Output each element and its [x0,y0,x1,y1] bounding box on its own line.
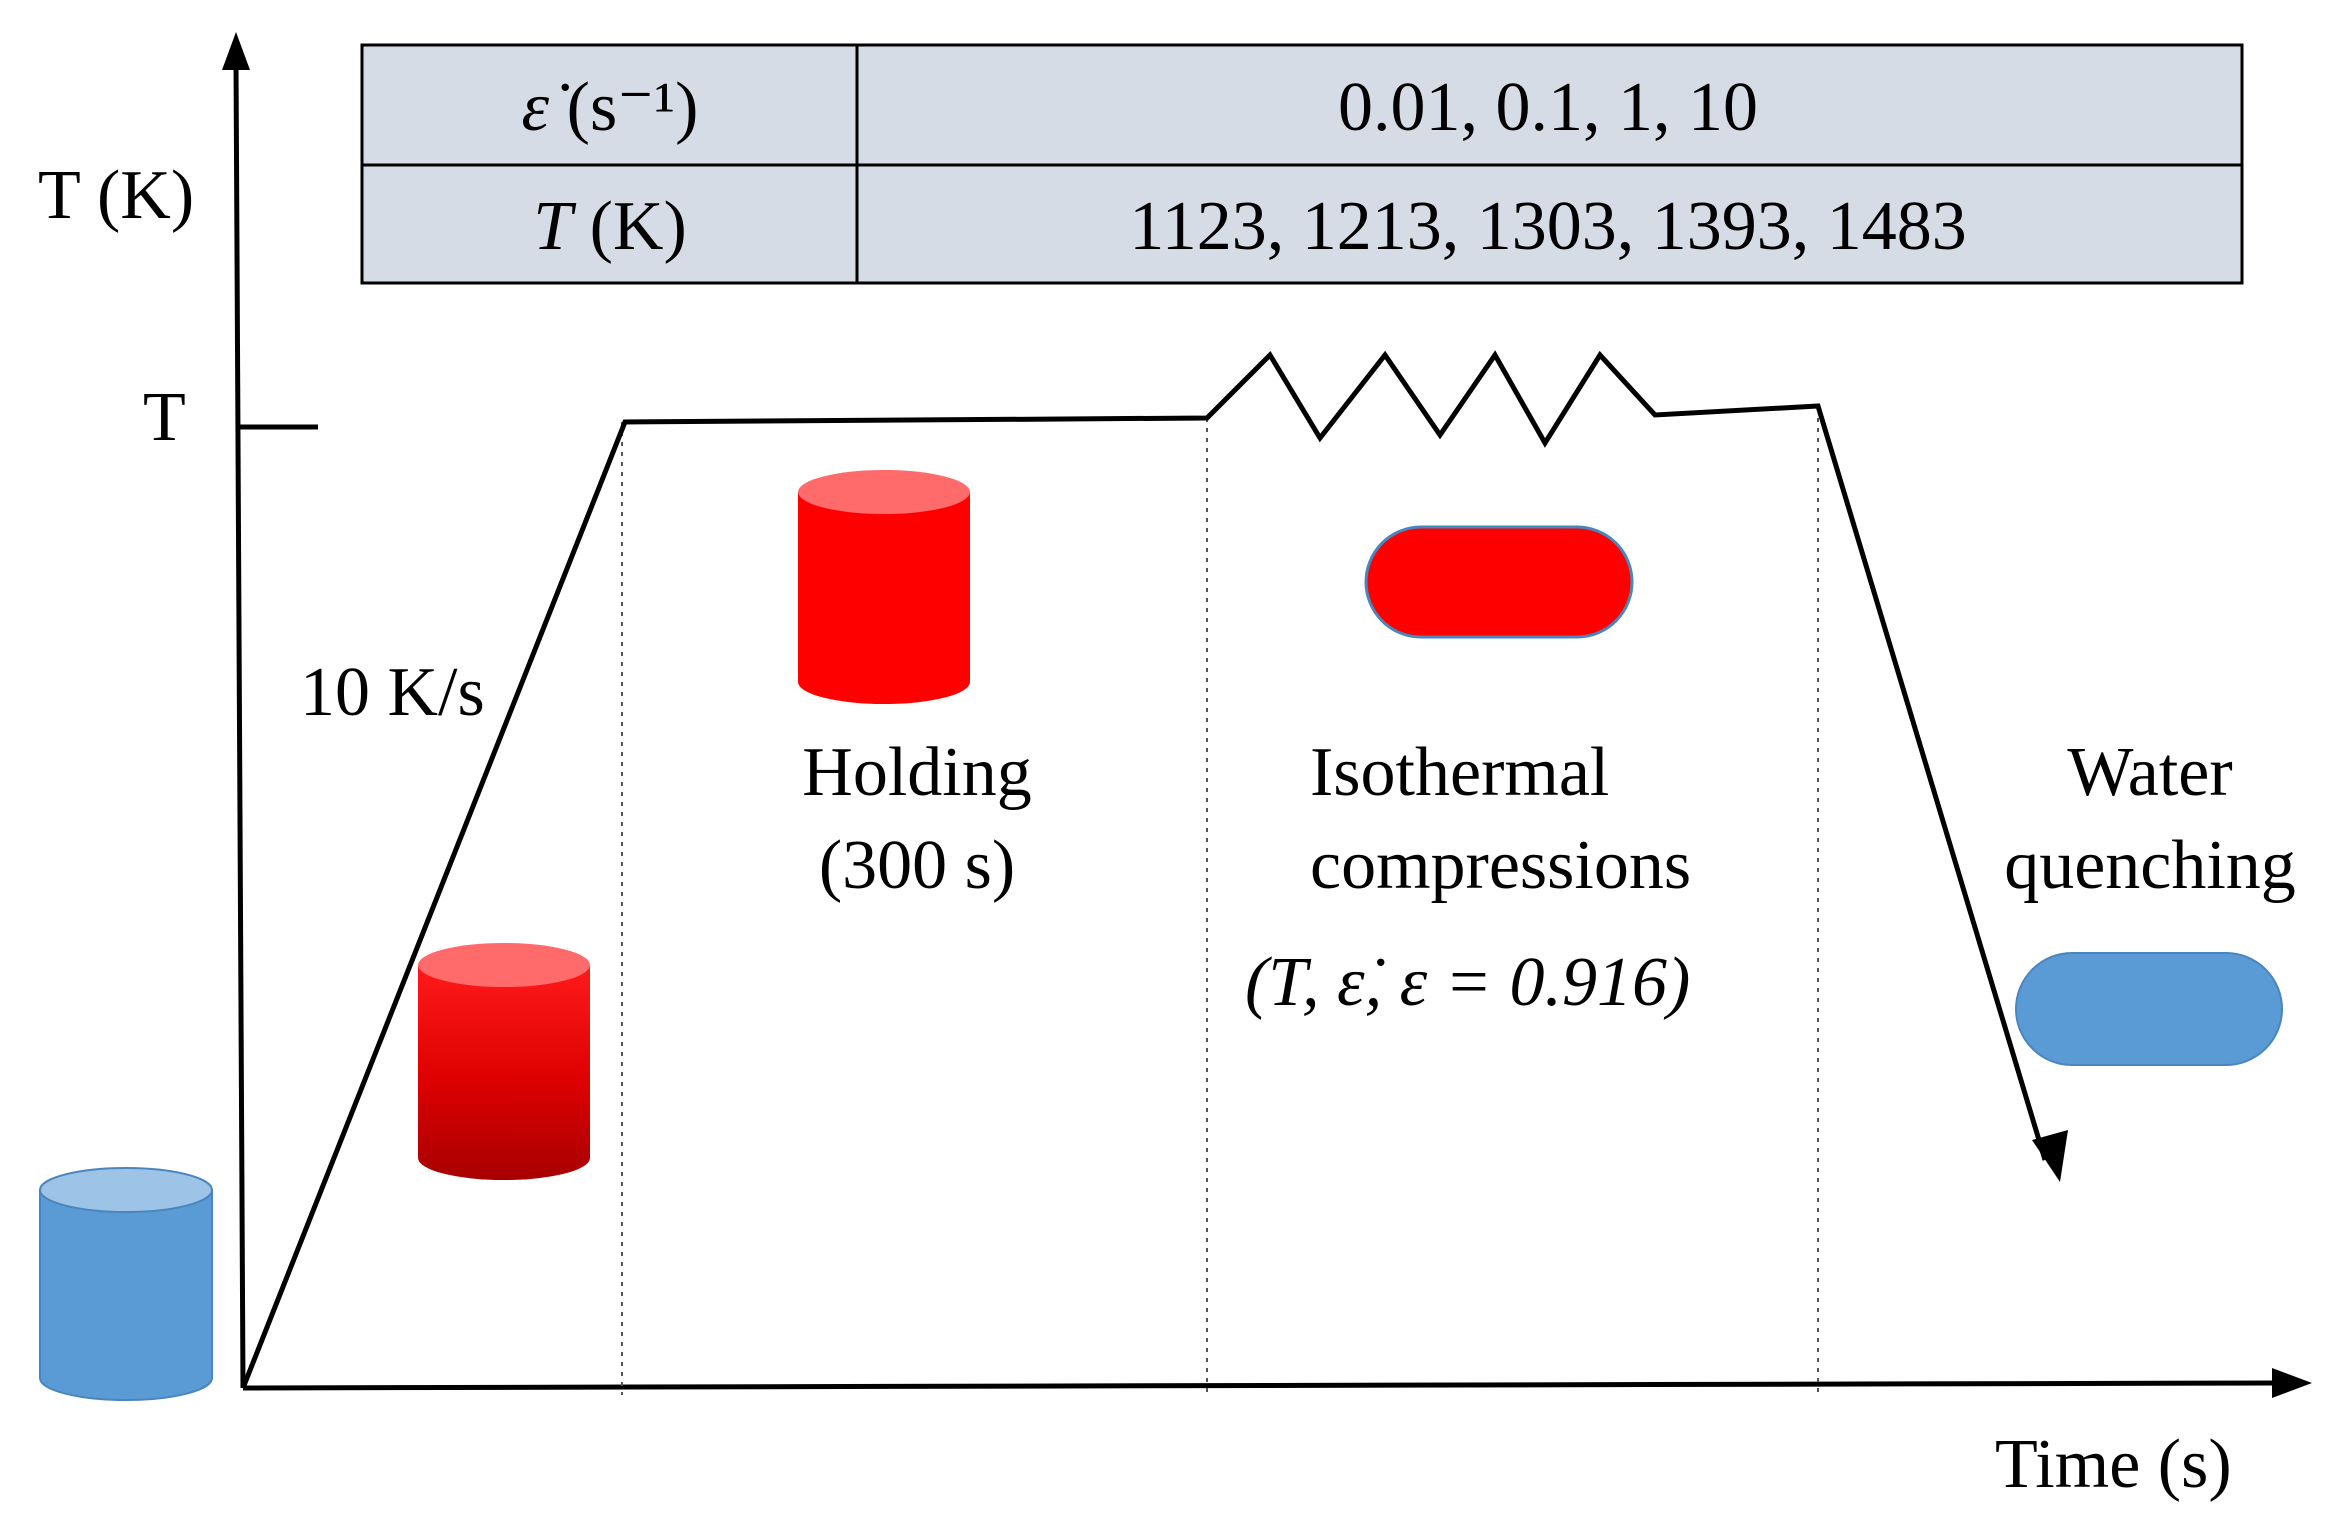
temperature-values: 1123, 1213, 1303, 1393, 1483 [1129,188,1966,265]
temperature-profile [240,350,2068,1389]
holding-label: Holding [802,734,1031,811]
compression-label: Isothermal [1310,734,1609,811]
x-axis [242,1380,2279,1391]
quench-label: Water [2067,734,2232,811]
y-axis-arrowhead [222,32,250,70]
heating-rate-label: 10 K/s [300,654,485,731]
strain-rate-param-label: ε̇ (s⁻¹) [522,69,699,146]
hot-cylinder-icon [798,470,970,704]
compression-label-line2: compressions [1310,827,1691,904]
compression-formula: (T, ε̇, ε = 0.916) [1245,944,1690,1021]
heated-cylinder-icon [418,943,590,1180]
cold-cylinder-icon [39,1167,213,1401]
compressed-sample-icon [1364,525,1634,639]
y-axis [233,61,246,1389]
holding-duration-label: (300 s) [819,827,1015,904]
strain-rate-values: 0.01, 0.1, 1, 10 [1338,69,1758,146]
quench-label-line2: quenching [2004,827,2296,904]
temperature-param-label: T (K) [533,188,687,265]
stage-dividers [621,408,1819,1395]
temperature-curve [240,350,2048,1389]
y-axis-label: T (K) [38,157,194,234]
quenched-sample-icon [2015,952,2283,1066]
parameter-table: ε̇ (s⁻¹) 0.01, 0.1, 1, 10 T (K) 1123, 12… [360,43,2244,285]
y-axis-tick-label: T [143,379,186,456]
axes: T (K) T Time (s) [38,32,2312,1503]
x-axis-label: Time (s) [1995,1426,2232,1503]
x-axis-arrowhead [2272,1368,2312,1398]
quench-arrowhead [2032,1130,2068,1182]
